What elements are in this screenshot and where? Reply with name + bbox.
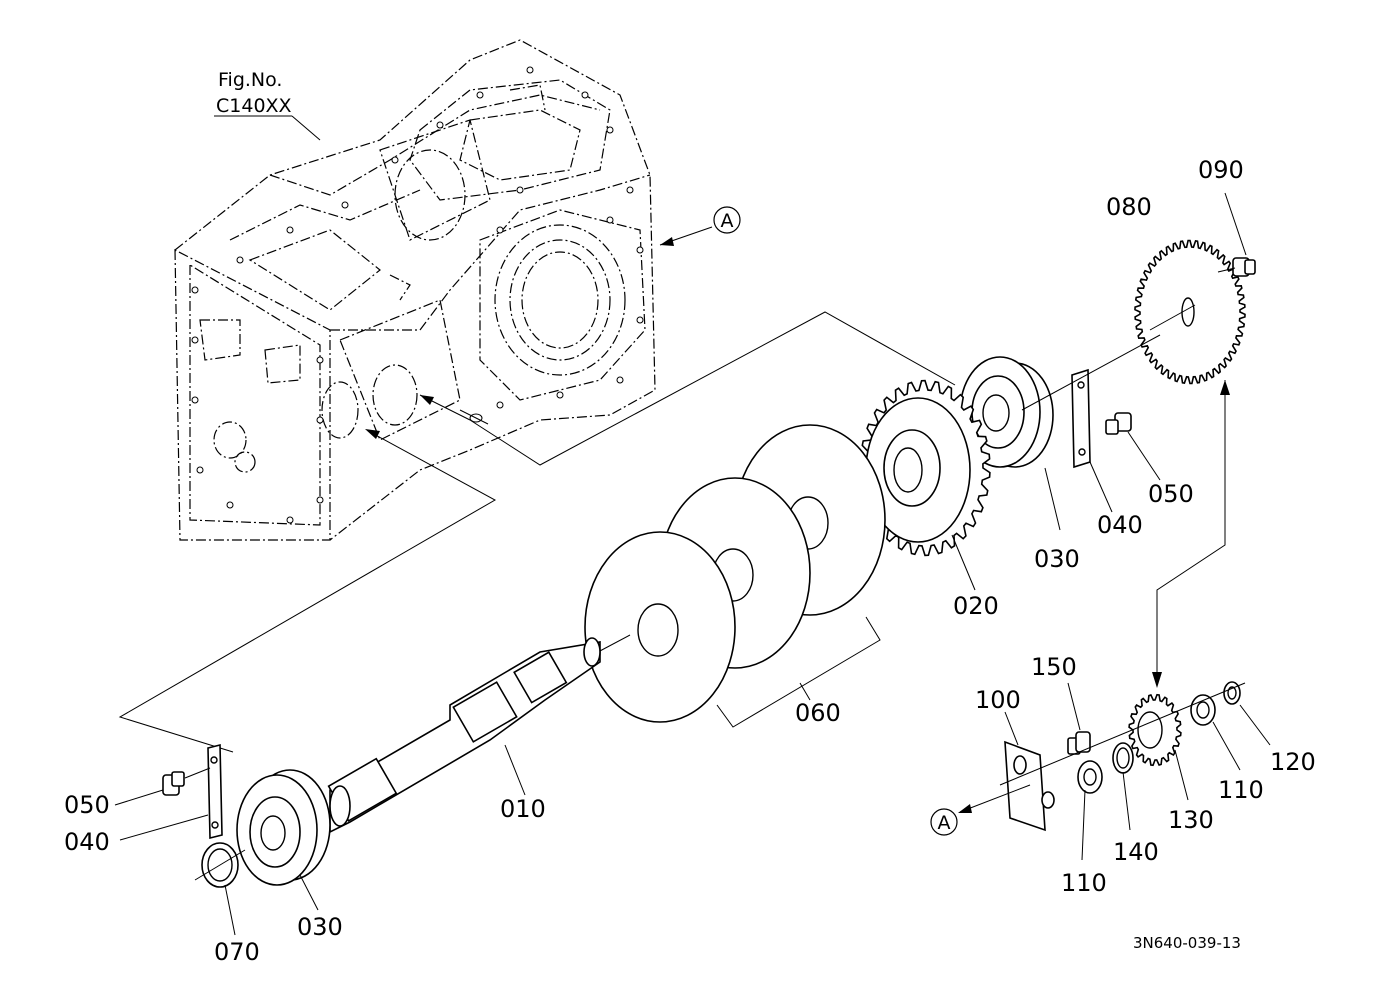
- part-040-plate-upper: [1021, 334, 1161, 513]
- part-050-bolt-upper: [1105, 412, 1161, 481]
- assembly-guide-lines: [118, 311, 956, 753]
- ref-marker-a-top: A: [659, 206, 741, 246]
- part-050-bolt-lower: [114, 767, 211, 806]
- part-060-discs: [584, 424, 886, 728]
- diagram-code: 3N640-039-13: [1133, 934, 1241, 952]
- callout-120: 120: [1270, 748, 1316, 776]
- part-150-bolt: [1067, 682, 1091, 755]
- callout-020: 020: [953, 592, 999, 620]
- callout-040-upper: 040: [1097, 511, 1143, 539]
- callout-070: 070: [214, 938, 260, 966]
- part-020-gear: [859, 379, 991, 591]
- callout-030-lower: 030: [297, 913, 343, 941]
- callout-150: 150: [1031, 653, 1077, 681]
- callout-050-upper: 050: [1148, 480, 1194, 508]
- callout-050-lower: 050: [64, 791, 110, 819]
- callout-110-upper: 110: [1218, 776, 1264, 804]
- callout-100: 100: [975, 686, 1021, 714]
- part-080-gear: [1134, 239, 1246, 385]
- part-010-shaft: [327, 637, 601, 834]
- callout-030-upper: 030: [1034, 545, 1080, 573]
- part-110-bearing-upper: [1190, 694, 1241, 771]
- part-120-ring: [999, 681, 1271, 786]
- part-140-snap-ring: [1112, 742, 1134, 831]
- part-110-bearing-lower: [1077, 760, 1103, 861]
- part-040-plate-lower: [119, 743, 223, 841]
- transmission-case: [174, 39, 656, 541]
- callout-080: 080: [1106, 193, 1152, 221]
- callout-130: 130: [1168, 806, 1214, 834]
- ref-marker-a-top-text: A: [721, 210, 734, 232]
- part-070-snap-ring: [194, 842, 246, 936]
- part-030-bearing-lower: [236, 769, 331, 911]
- fig-no-label: Fig.No.: [218, 69, 282, 91]
- callout-090: 090: [1198, 156, 1244, 184]
- callout-010: 010: [500, 795, 546, 823]
- part-100-plate: [1004, 711, 1055, 832]
- part-090-bolt: [1217, 192, 1256, 277]
- fig-no-value: C140XX: [216, 95, 292, 117]
- part-030-bearing-upper: [959, 356, 1061, 531]
- callout-110-lower: 110: [1061, 869, 1107, 897]
- callout-labels: 010 020 030 030 040 040 050 050 060 070 …: [64, 156, 1316, 966]
- callout-060: 060: [795, 699, 841, 727]
- link-arrow-080-130: [1152, 380, 1230, 688]
- ref-marker-a-bottom: A: [930, 784, 1031, 836]
- part-130-gear: [1128, 693, 1189, 801]
- callout-140: 140: [1113, 838, 1159, 866]
- callout-040-lower: 040: [64, 828, 110, 856]
- ref-marker-a-bottom-text: A: [938, 812, 951, 834]
- figure-number-block: Fig.No. C140XX: [214, 69, 321, 141]
